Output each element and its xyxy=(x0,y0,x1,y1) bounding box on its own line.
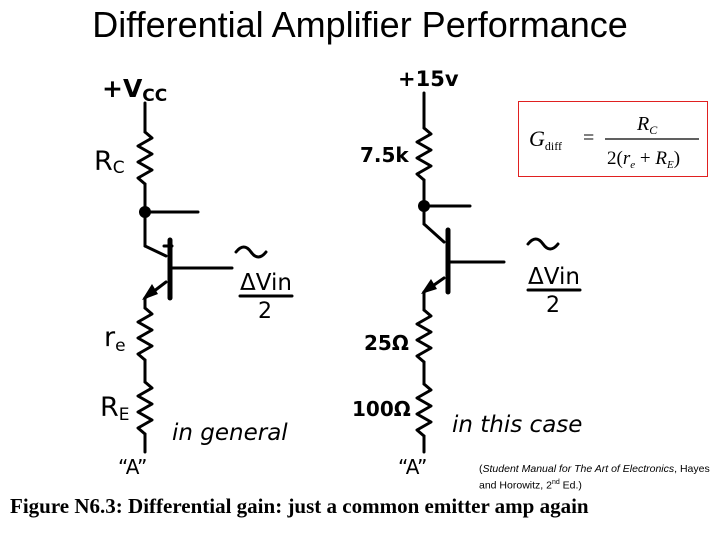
right-re-resistor xyxy=(415,308,433,364)
right-RE-label: 100Ω xyxy=(352,397,411,421)
left-collector-node xyxy=(139,206,151,218)
left-re-label: re xyxy=(104,322,126,356)
right-re-label: 25Ω xyxy=(364,331,409,355)
right-input-denominator: 2 xyxy=(546,293,560,318)
right-supply-label: +15v xyxy=(398,67,459,91)
right-collector-resistor xyxy=(415,126,433,182)
formula-denominator: 2(re + RE) xyxy=(607,148,680,171)
citation: (Student Manual for The Art of Electroni… xyxy=(479,463,710,492)
figure-caption-text: : Differential gain: just a common emitt… xyxy=(115,494,589,518)
left-input-numerator: ΔVin xyxy=(240,270,292,296)
left-input-tilde xyxy=(234,245,268,259)
left-re-resistor xyxy=(136,306,154,362)
gain-formula: Gdiff = RC 2(re + RE) xyxy=(529,113,699,171)
left-supply-label: +VCC xyxy=(102,74,167,106)
formula-lhs: Gdiff xyxy=(529,126,562,153)
left-RE-resistor xyxy=(136,380,154,436)
right-collector-node xyxy=(418,200,430,212)
left-emitter-arrow xyxy=(142,284,158,300)
formula-equals: = xyxy=(583,127,594,149)
left-input-denominator: 2 xyxy=(258,299,272,324)
right-input-tilde xyxy=(526,237,560,251)
left-collector-res-label: RC xyxy=(94,146,125,178)
right-emitter-arrow xyxy=(421,279,437,294)
figure-caption: Figure N6.3: Differential gain: just a c… xyxy=(10,494,710,519)
slide-title: Differential Amplifier Performance xyxy=(92,4,628,45)
right-input-numerator: ΔVin xyxy=(528,264,580,290)
gain-formula-box: Gdiff = RC 2(re + RE) xyxy=(518,101,708,177)
right-collector-res-label: 7.5k xyxy=(360,143,409,167)
right-note: in this case xyxy=(452,412,582,438)
left-note: in general xyxy=(172,420,288,446)
right-circuit-wires xyxy=(415,91,582,454)
left-RE-label: RE xyxy=(100,392,130,425)
right-node-label: “A” xyxy=(398,455,427,479)
figure-label: Figure N6.3 xyxy=(10,494,116,518)
right-RE-resistor xyxy=(415,382,433,438)
left-collector-resistor xyxy=(136,130,154,186)
formula-numerator: RC xyxy=(636,113,658,137)
left-node-label: “A” xyxy=(118,455,147,479)
citation-book-title: Student Manual for The Art of Electronic… xyxy=(482,463,675,475)
